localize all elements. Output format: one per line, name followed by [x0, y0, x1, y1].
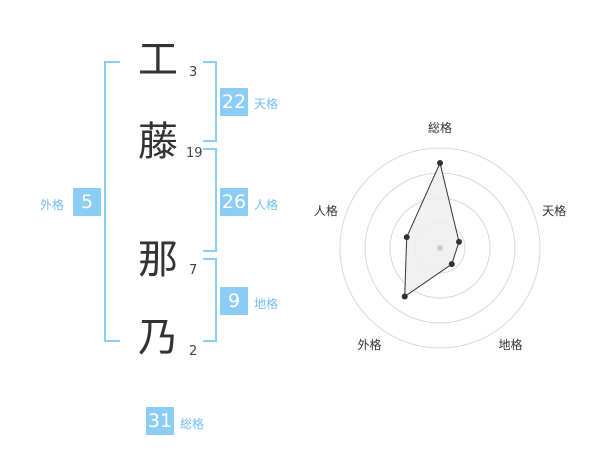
chikaku-badge: 9 [220, 287, 248, 315]
gaikaku-badge: 5 [73, 188, 101, 216]
radar-center-dot [437, 245, 443, 251]
radar-point-1 [437, 160, 443, 166]
jinkaku-badge: 26 [220, 188, 248, 216]
stroke-count-2: 19 [186, 146, 203, 161]
radar-axis-label-4: 外格 [357, 337, 381, 352]
stroke-count-3: 7 [189, 263, 198, 278]
radar-axis-label-1: 総格 [428, 120, 452, 135]
radar-axis-label-5: 人格 [314, 203, 338, 218]
name-char-1: 工 [138, 37, 178, 83]
chikaku-bracket [203, 258, 217, 342]
radar-point-4 [401, 293, 408, 300]
jinkaku-label: 人格 [254, 198, 279, 212]
soukaku-badge: 31 [146, 407, 174, 435]
radar-area [404, 161, 460, 298]
radar-axis-label-2: 天格 [542, 203, 566, 218]
name-char-4: 乃 [138, 315, 178, 361]
name-char-3: 那 [138, 237, 178, 283]
tenkaku-badge: 22 [220, 88, 248, 116]
radar-ring [339, 147, 541, 349]
radar-points [401, 160, 463, 300]
chikaku-label: 地格 [254, 297, 279, 311]
jinkaku-bracket [203, 148, 217, 252]
radar-point-5 [403, 234, 410, 241]
tenkaku-label: 天格 [254, 97, 279, 111]
stroke-count-1: 3 [189, 65, 198, 80]
tenkaku-bracket [203, 61, 217, 142]
radar-point-2 [456, 238, 463, 245]
soukaku-label: 総格 [180, 417, 205, 431]
stroke-count-4: 2 [189, 344, 198, 359]
radar-axis-label-3: 地格 [499, 337, 523, 352]
radar-point-3 [448, 261, 455, 268]
name-char-2: 藤 [138, 119, 178, 165]
gaikaku-bracket [104, 61, 120, 342]
gaikaku-label: 外格 [40, 198, 65, 212]
